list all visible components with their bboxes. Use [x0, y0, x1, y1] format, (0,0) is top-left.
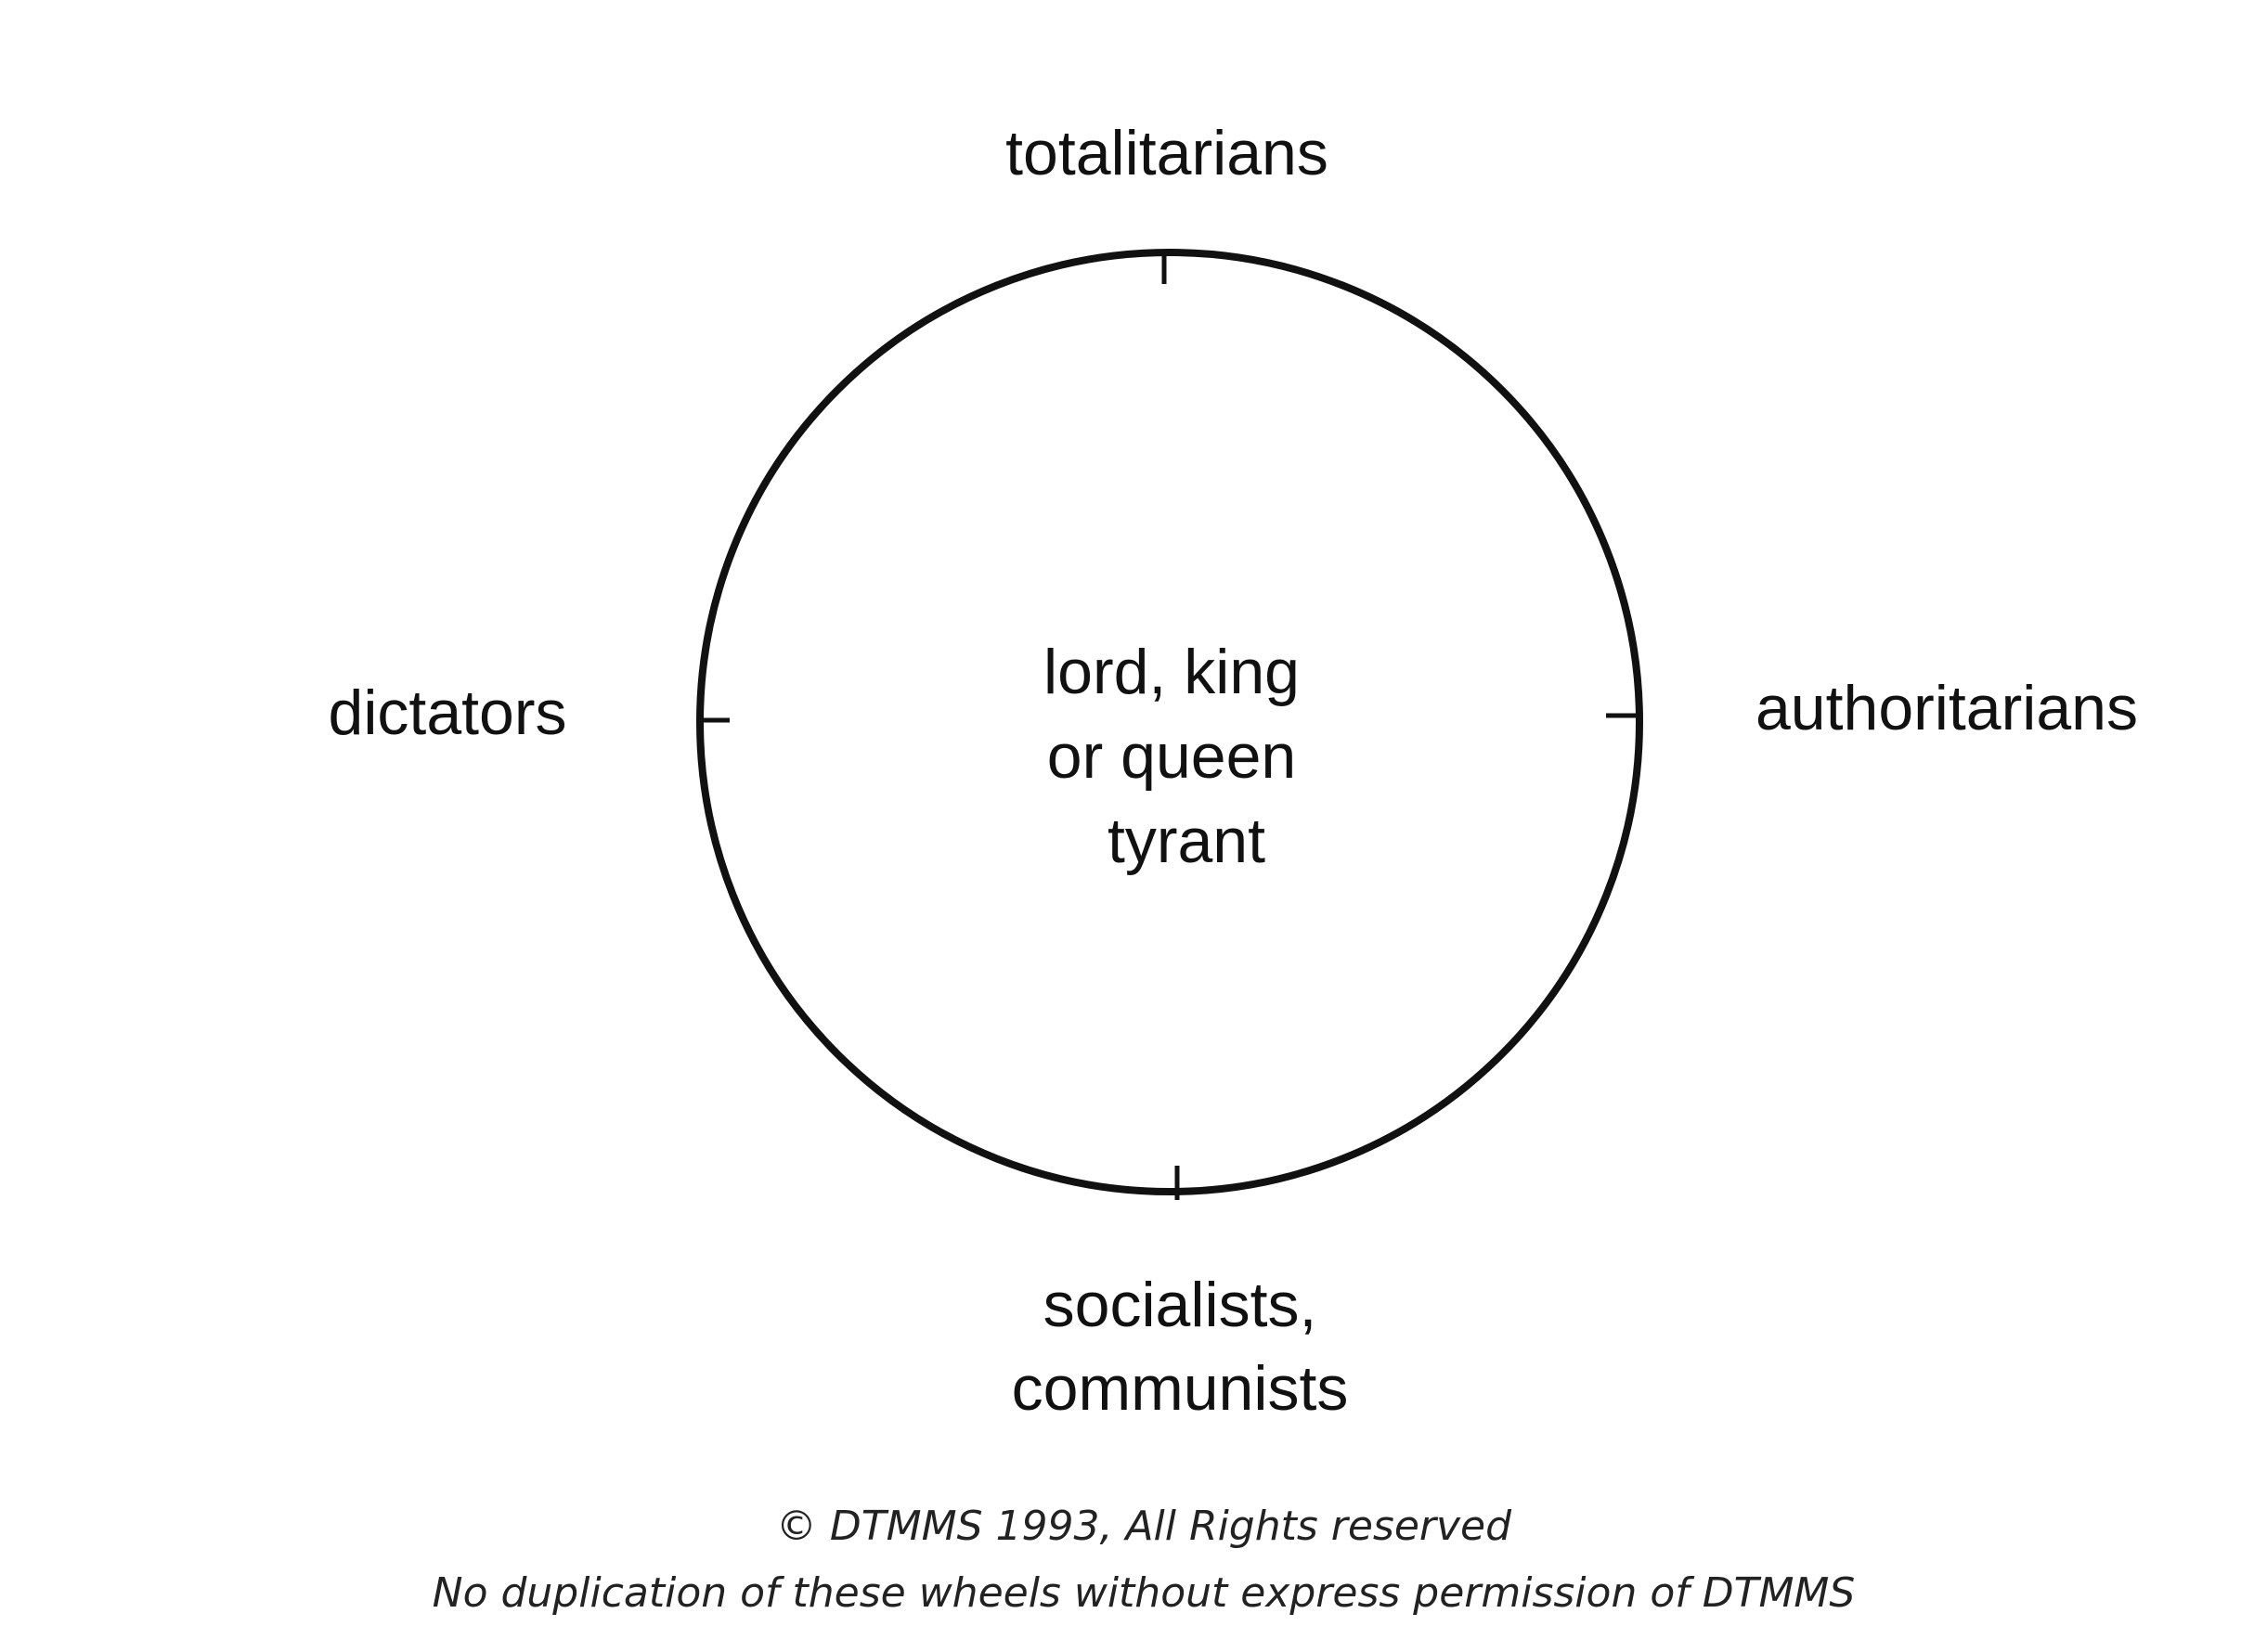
copyright-text: © DTMMS 1993, All Rights reserved — [776, 1503, 1512, 1550]
label-right: authoritarians — [1755, 673, 2138, 743]
label-left: dictators — [329, 678, 567, 748]
label-top: totalitarians — [1005, 118, 1328, 188]
center-label-line-1: lord, king — [1043, 637, 1300, 707]
center-label-line-2: or queen — [1047, 721, 1296, 792]
label-bottom-line-2: communists — [1012, 1353, 1349, 1424]
label-bottom-line-1: socialists, — [1043, 1270, 1317, 1340]
duplication-notice: No duplication of these wheels without e… — [433, 1569, 1856, 1617]
center-label-line-3: tyrant — [1108, 806, 1265, 876]
